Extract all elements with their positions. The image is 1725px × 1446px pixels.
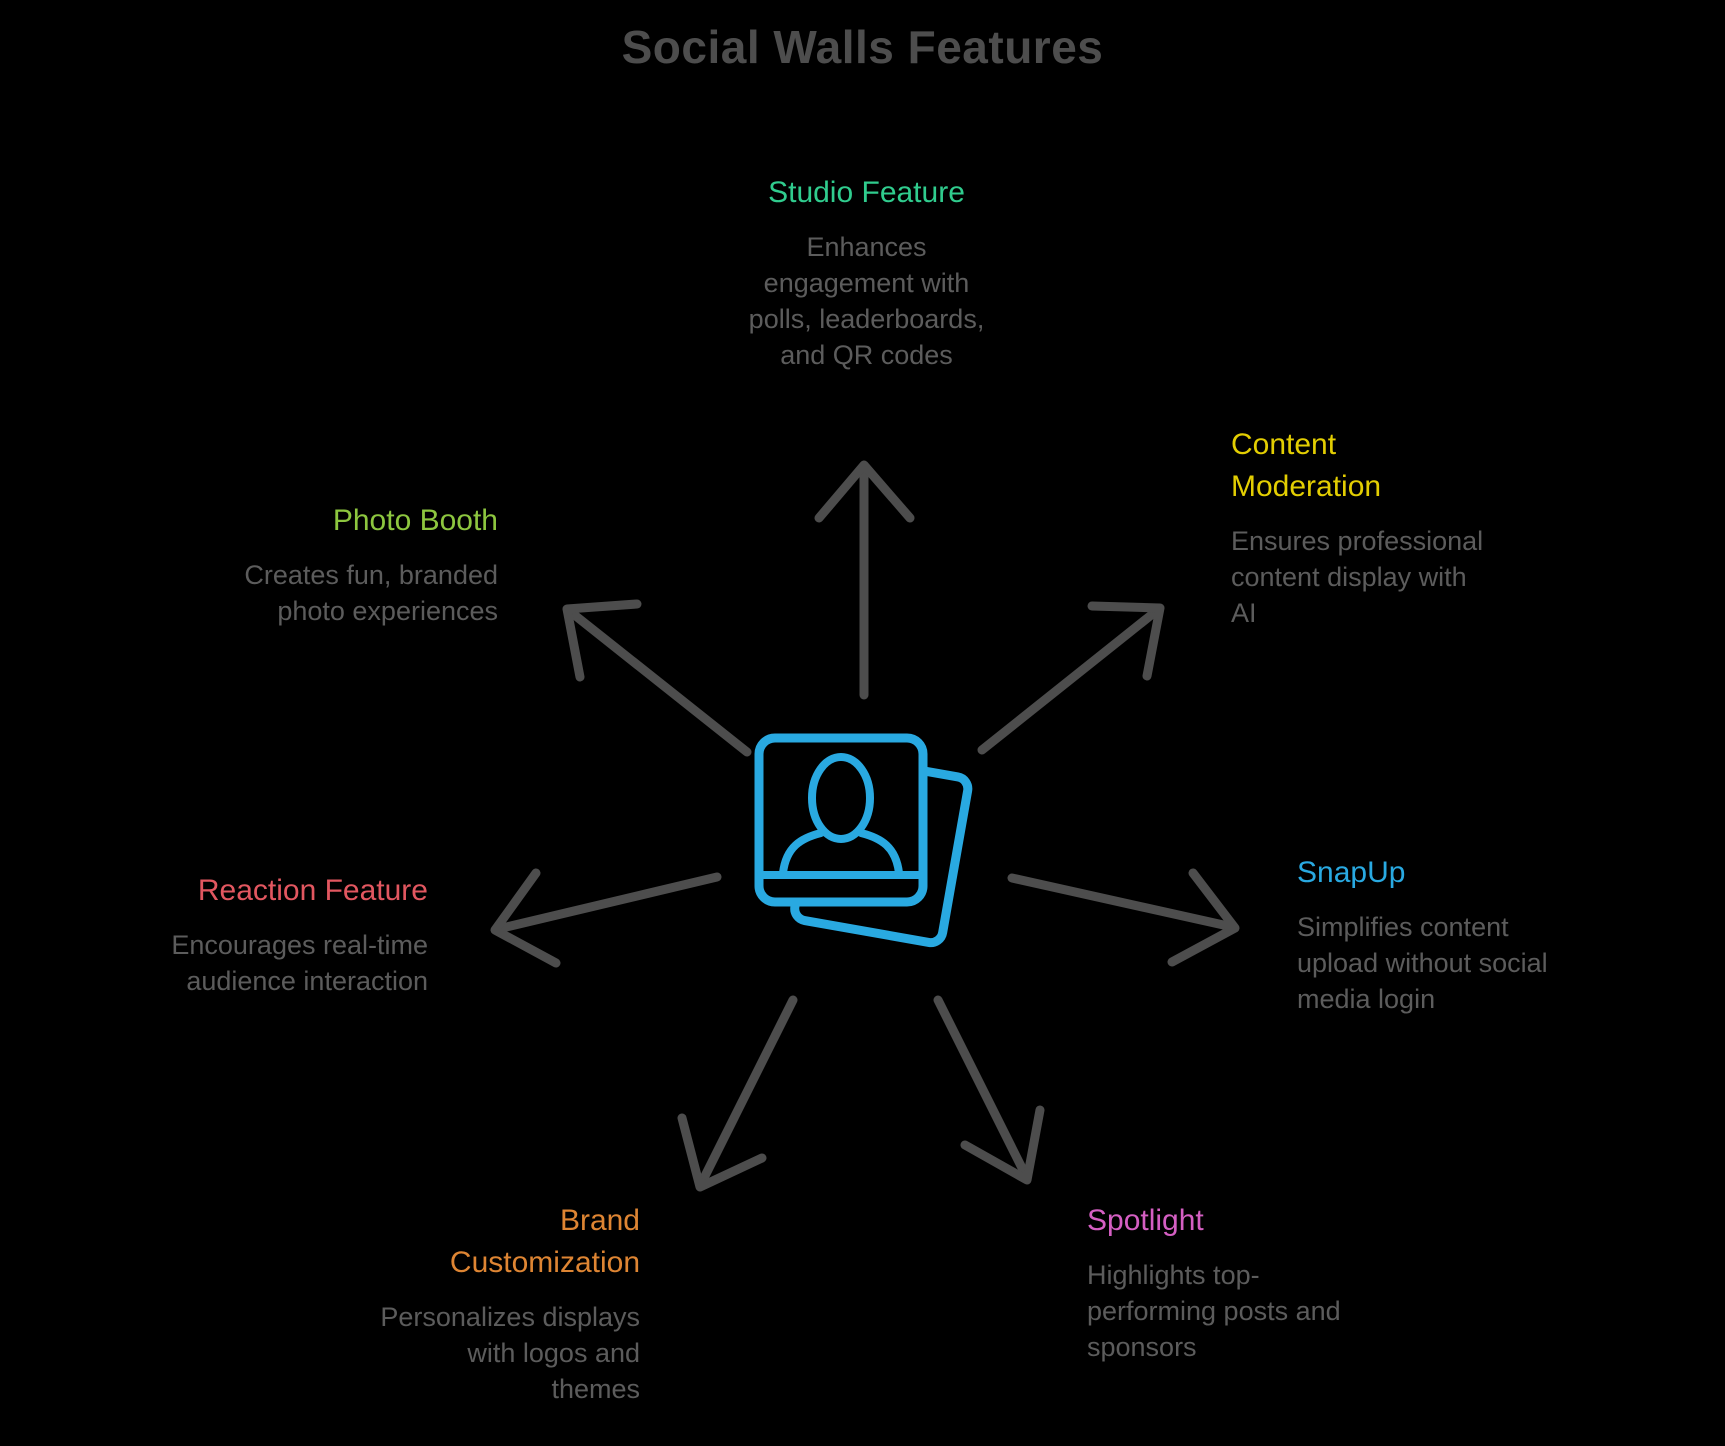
feature-reaction-feature-description: Encourages real-time audience interactio… xyxy=(171,930,428,996)
arrow-up-icon xyxy=(814,460,915,700)
arrow-upper-right-icon xyxy=(977,601,1165,755)
arrow-left-icon xyxy=(490,868,722,968)
feature-content-moderation-title: Content Moderation xyxy=(1231,428,1382,503)
arrow-right-icon xyxy=(1007,868,1240,967)
arrow-lower-left-icon xyxy=(677,995,798,1192)
feature-snapup: SnapUp Simplifies content upload without… xyxy=(1297,852,1717,1017)
feature-snapup-title: SnapUp xyxy=(1297,856,1406,889)
page-title: Social Walls Features xyxy=(621,21,1104,73)
feature-photo-booth: Photo Booth Creates fun, branded photo e… xyxy=(148,500,498,629)
feature-content-moderation-description: Ensures professional content display wit… xyxy=(1231,526,1484,628)
arrow-lower-right-icon xyxy=(933,995,1045,1185)
feature-brand-customization-description: Personalizes displays with logos and the… xyxy=(380,1302,640,1404)
arrow-group xyxy=(490,460,1240,1192)
feature-spotlight-description: Highlights top- performing posts and spo… xyxy=(1087,1260,1341,1362)
front-photo-card xyxy=(754,733,928,907)
center-photo-cards-icon xyxy=(754,733,973,948)
feature-reaction-feature-title: Reaction Feature xyxy=(197,874,428,907)
feature-studio-feature-description: Enhances engagement with polls, leaderbo… xyxy=(748,232,985,370)
feature-reaction-feature: Reaction Feature Encourages real-time au… xyxy=(78,870,428,999)
feature-brand-customization: Brand Customization Personalizes display… xyxy=(290,1200,640,1407)
feature-content-moderation: Content Moderation Ensures professional … xyxy=(1231,424,1651,631)
feature-photo-booth-description: Creates fun, branded photo experiences xyxy=(244,560,498,626)
feature-studio-feature: Studio Feature Enhances engagement with … xyxy=(594,172,1139,373)
feature-snapup-description: Simplifies content upload without social… xyxy=(1297,912,1548,1014)
feature-spotlight-title: Spotlight xyxy=(1087,1204,1204,1237)
person-glyph xyxy=(779,753,903,877)
feature-brand-customization-title: Brand Customization xyxy=(449,1204,640,1279)
feature-studio-feature-title: Studio Feature xyxy=(768,176,965,209)
feature-spotlight: Spotlight Highlights top- performing pos… xyxy=(1087,1200,1507,1365)
feature-photo-booth-title: Photo Booth xyxy=(332,504,498,537)
arrow-upper-left-icon xyxy=(562,599,752,757)
